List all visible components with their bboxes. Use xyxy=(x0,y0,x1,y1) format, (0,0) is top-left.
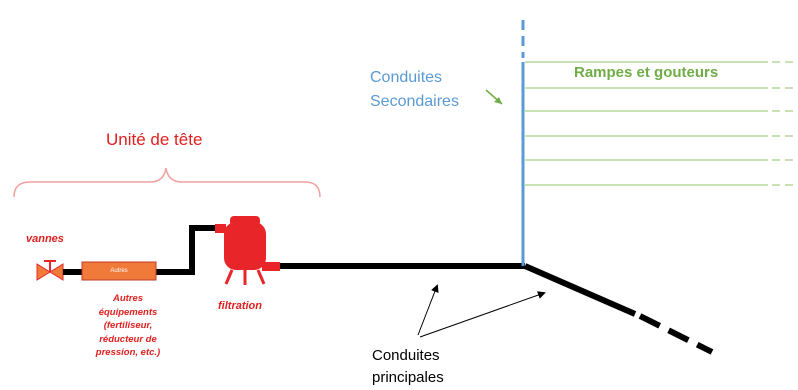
secondary-conduits-line1: Conduites xyxy=(370,69,443,86)
secondary-conduits-line2: Secondaires xyxy=(370,93,459,110)
other-equipment-line2: équipements xyxy=(98,306,158,318)
main-pipe-branch-dashed xyxy=(638,313,714,355)
main-pipe-head xyxy=(63,225,222,275)
filter-icon xyxy=(215,216,280,285)
ramps xyxy=(525,61,768,186)
head-unit-bracket xyxy=(13,167,321,198)
filtration-label: filtration xyxy=(218,300,262,312)
other-equipment-line1: Autres xyxy=(112,293,144,304)
ramps-label: Rampes et gouteurs xyxy=(574,64,719,81)
equipment-box xyxy=(81,261,157,281)
other-equipment-line3: (fertiliseur, xyxy=(103,320,153,331)
equipment-box-label: Autres xyxy=(110,268,128,274)
other-equipment-label: Autres équipements (fertiliseur, réducte… xyxy=(83,292,173,360)
valves-label: vannes xyxy=(26,233,64,245)
other-equipment-line4: réducteur de xyxy=(99,333,157,345)
principal-arrow-2 xyxy=(419,291,546,338)
valve-icon xyxy=(36,260,64,281)
head-unit-label: Unité de tête xyxy=(106,130,203,149)
main-pipe-branch xyxy=(523,263,637,317)
secondary-conduits-label: Conduites Secondaires xyxy=(370,66,459,114)
principal-conduits-line1: Conduites xyxy=(372,347,440,364)
secondary-pointer-arrowhead xyxy=(494,97,502,104)
ramps-dashed-ends xyxy=(772,61,798,186)
principal-arrow-1 xyxy=(417,284,439,336)
principal-conduits-label: Conduites principales xyxy=(372,345,444,389)
other-equipment-line5: pression, etc.) xyxy=(95,347,161,358)
principal-conduits-line2: principales xyxy=(372,369,444,386)
